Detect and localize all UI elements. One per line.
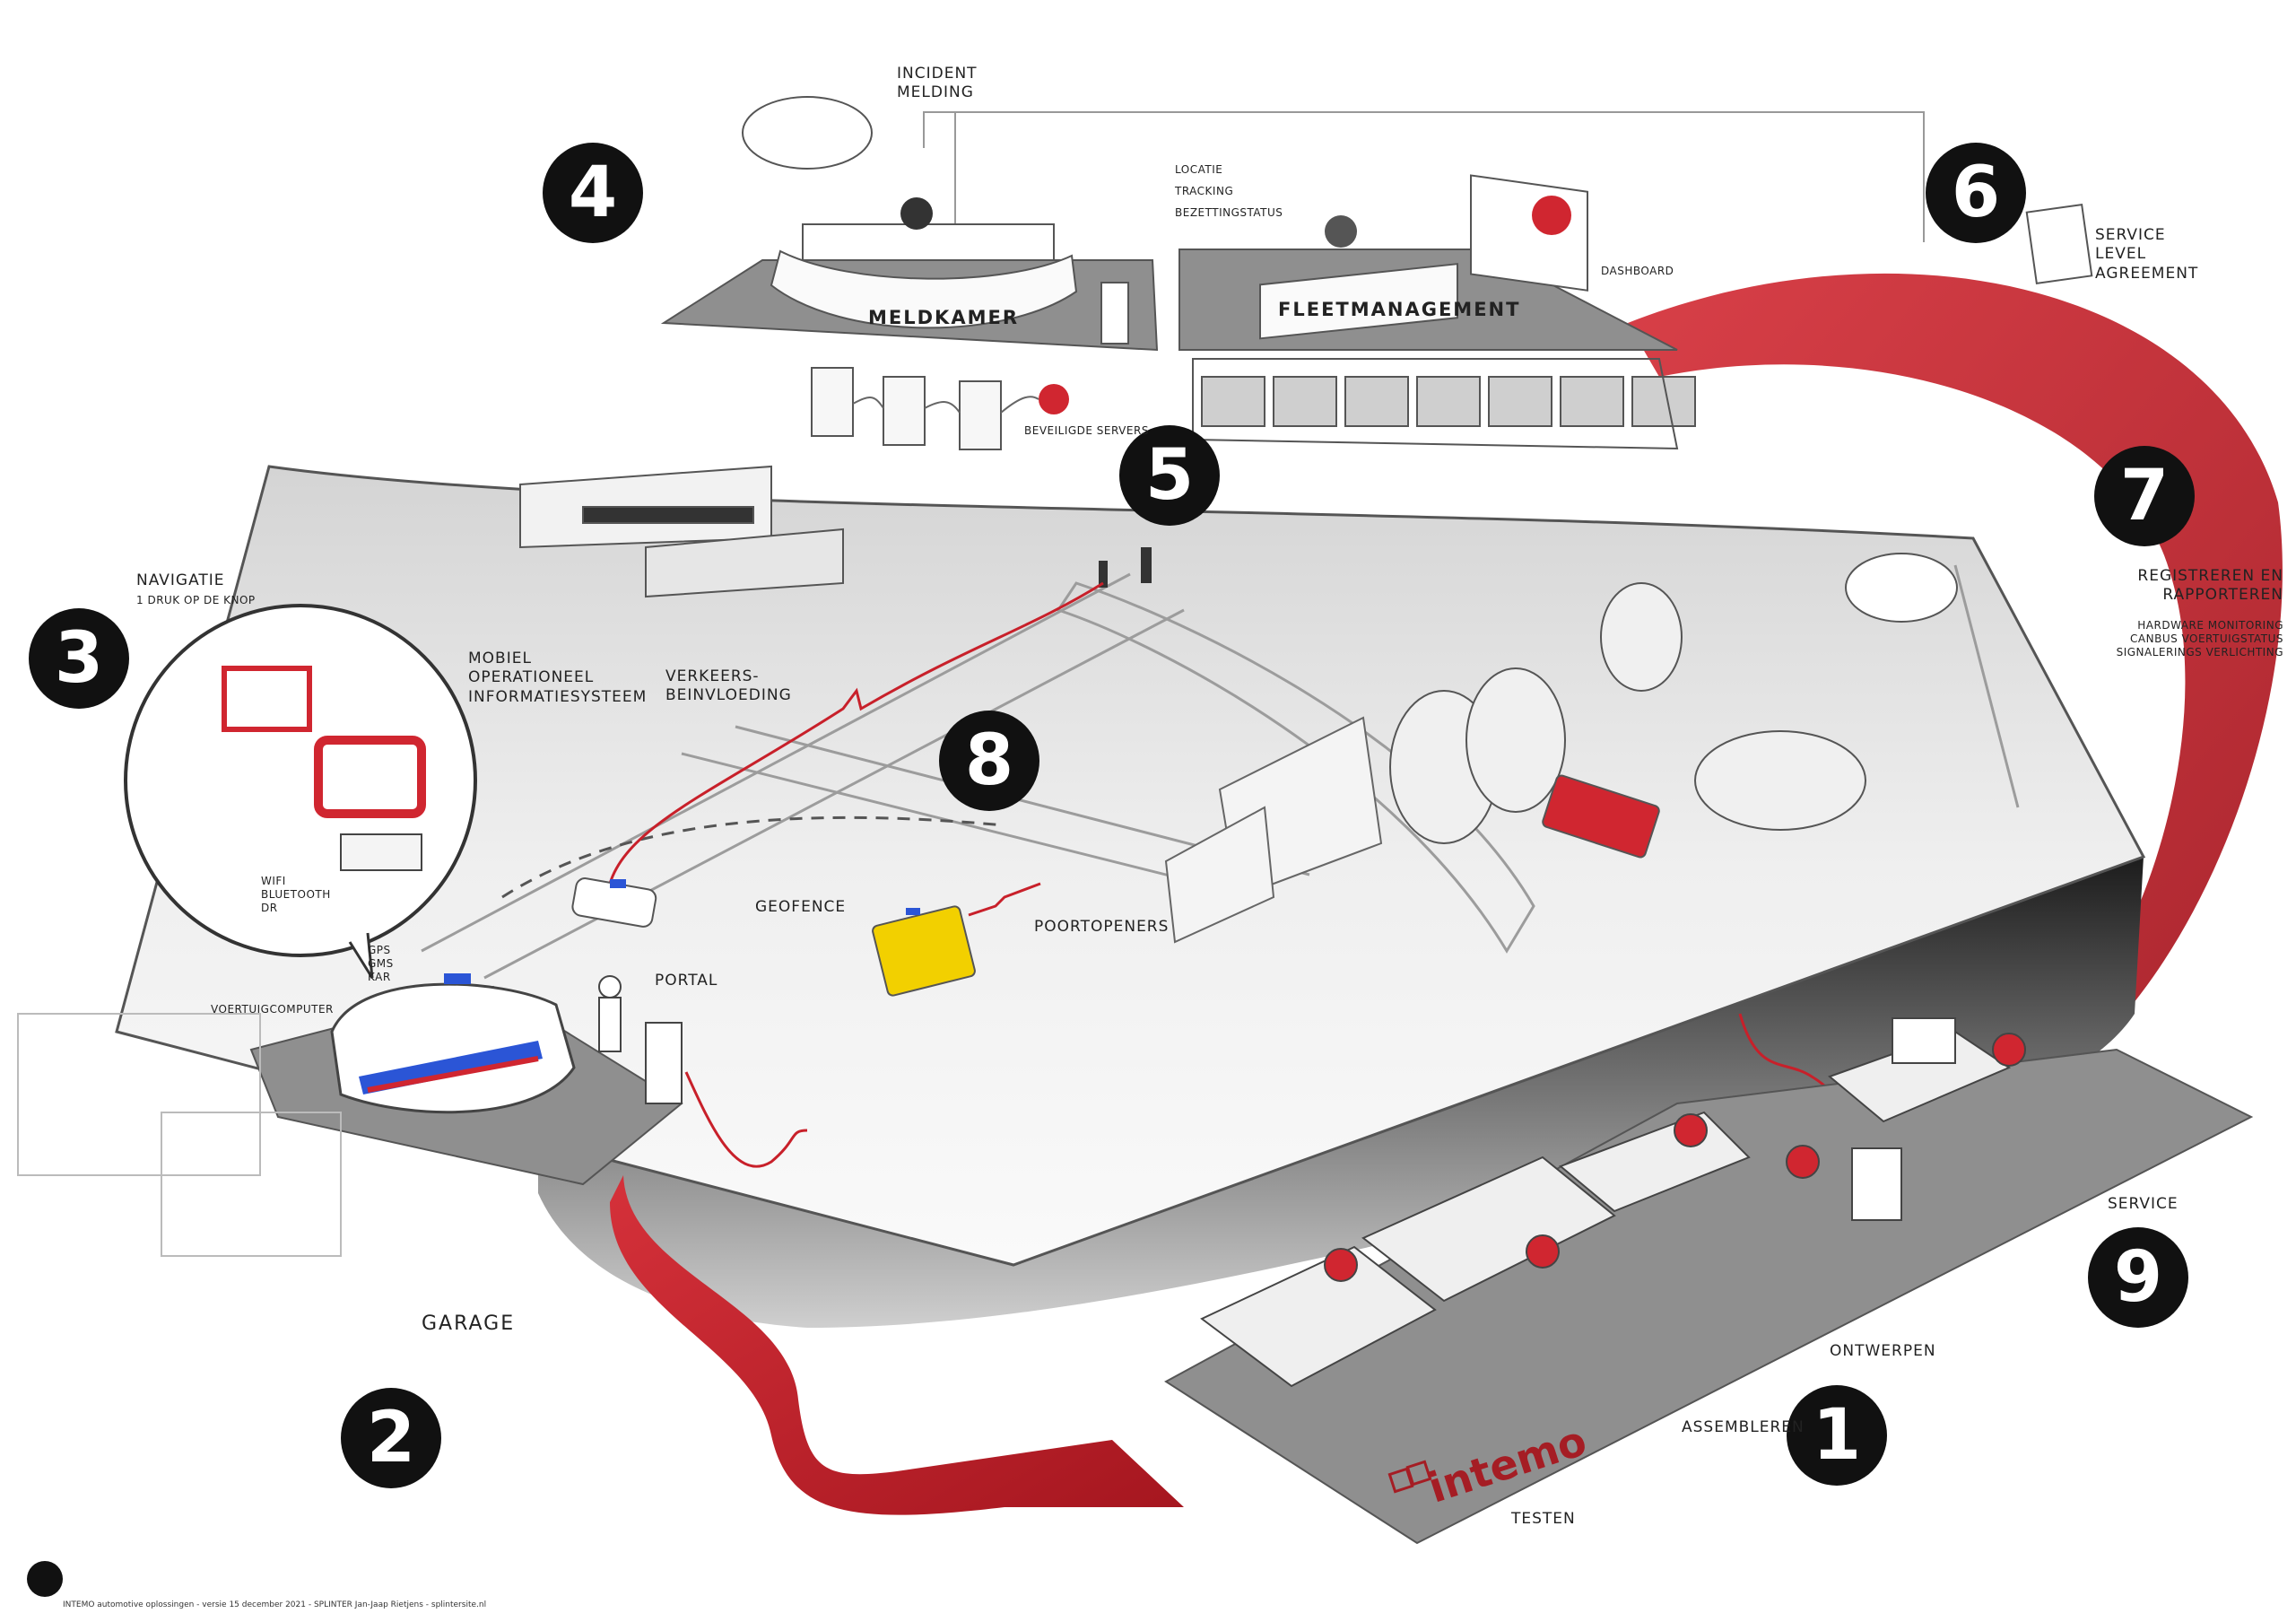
incident-melding-label: INCIDENT MELDING <box>897 65 978 102</box>
step-number-8: 8 <box>939 711 1039 811</box>
mobile-ois-screen-icon <box>314 736 426 818</box>
workers <box>1324 1033 2026 1282</box>
service-label: SERVICE <box>2108 1195 2179 1213</box>
speech-bubble-icon <box>742 96 873 170</box>
portal-kiosk-icon <box>645 1022 683 1104</box>
step-number-2: 2 <box>341 1388 441 1488</box>
sla-document-icon <box>2025 203 2093 285</box>
geofence-boundary <box>501 815 1005 899</box>
dashboard-pie-icon <box>1532 196 1571 235</box>
technician-icon <box>598 975 622 1052</box>
bezettingstatus-label: BEZETTINGSTATUS <box>1175 206 1283 219</box>
lock-icon <box>1039 384 1069 414</box>
fire-truck-city <box>1542 774 1660 859</box>
footer-credit: INTEMO automotive oplossingen - versie 1… <box>63 1600 487 1609</box>
intemo-logo-mark <box>1387 1460 1432 1494</box>
assembleren-label: ASSEMBLEREN <box>1682 1418 1805 1436</box>
flow-arrow-left <box>610 1175 1184 1515</box>
wifi-label: WIFI BLUETOOTH DR <box>261 875 331 914</box>
connection-lines <box>923 111 1925 242</box>
step-number-6: 6 <box>1926 143 2026 243</box>
locatie-label: LOCATIE <box>1175 163 1223 176</box>
verkeersbeinvloeding-label: VERKEERS- BEINVLOEDING <box>665 667 792 705</box>
fleetmanagement-desk <box>1259 263 1458 340</box>
monitor-icon <box>1892 1017 1956 1064</box>
server-cables <box>852 396 1039 414</box>
navigation-screen-icon <box>222 666 312 732</box>
garage-label: GARAGE <box>422 1312 516 1335</box>
houses <box>1164 716 1383 944</box>
meldkamer-monitors <box>802 223 1055 261</box>
step-number-7: 7 <box>2094 446 2195 546</box>
mobiel-ois-label: MOBIEL OPERATIONEEL INFORMATIESYSTEEM <box>468 650 648 706</box>
step-number-1: 1 <box>1787 1385 1887 1486</box>
trees <box>1389 582 1866 844</box>
navigatie-sub-label: 1 DRUK OP DE KNOP <box>136 594 256 606</box>
dashboard-label: DASHBOARD <box>1601 265 1674 277</box>
traffic-light-icon <box>1141 547 1152 583</box>
control-panel-icon <box>340 833 422 871</box>
testen-label: TESTEN <box>1511 1510 1576 1528</box>
operator-icon <box>900 197 933 230</box>
meldkamer-sign: MELDKAMER <box>868 307 1019 328</box>
traffic-light-icon-2 <box>1099 561 1108 588</box>
flipchart-icon <box>1851 1147 1902 1221</box>
step-number-5: 5 <box>1119 425 1220 526</box>
dashboard-screen-icon <box>1470 174 1588 292</box>
sla-label: SERVICE LEVEL AGREEMENT <box>2095 226 2199 283</box>
tracking-label: TRACKING <box>1175 185 1234 197</box>
splinter-logo-icon <box>27 1561 63 1597</box>
geofence-label: GEOFENCE <box>755 898 847 916</box>
traffic-data-link <box>608 581 1104 885</box>
navigatie-label: NAVIGATIE <box>136 571 225 589</box>
secure-servers-icon <box>811 367 1002 450</box>
manager-icon <box>1325 215 1357 248</box>
police-car-city <box>571 877 657 928</box>
poortopeners-label: POORTOPENERS <box>1034 918 1170 936</box>
map-bubble-icon <box>1845 553 1958 623</box>
ambulance-city <box>872 905 976 997</box>
meldkamer-desk <box>770 249 1078 329</box>
registreren-label: REGISTREREN EN RAPPORTEREN <box>2137 567 2283 605</box>
garage-vehicles-sketch <box>17 1013 342 1257</box>
server-tower-icon <box>1100 282 1129 344</box>
police-car-garage <box>330 973 576 1114</box>
vehicle-fleet-row <box>1201 376 1696 427</box>
beveiligde-servers-label: BEVEILIGDE SERVERS <box>1024 424 1149 437</box>
zoom-pointer <box>348 932 374 979</box>
portal-cable <box>684 1071 808 1168</box>
step-number-3: 3 <box>29 608 129 709</box>
step-number-4: 4 <box>543 143 643 243</box>
ontwerpen-label: ONTWERPEN <box>1830 1342 1936 1360</box>
workshop-platform <box>1164 1048 2254 1545</box>
hardware-monitoring-label: HARDWARE MONITORING CANBUS VOERTUIGSTATU… <box>2116 619 2283 658</box>
voertuigcomputer-label: VOERTUIGCOMPUTER <box>211 1003 334 1016</box>
fleetmanagement-sign: FLEETMANAGEMENT <box>1278 299 1521 320</box>
portal-label: PORTAL <box>655 972 718 990</box>
gps-label: GPS GMS KAR <box>368 944 394 983</box>
gate-data-link <box>968 882 1041 917</box>
step-number-9: 9 <box>2088 1227 2188 1328</box>
fleet-garage-platform <box>1192 358 1679 450</box>
office-building-icon <box>519 465 844 598</box>
